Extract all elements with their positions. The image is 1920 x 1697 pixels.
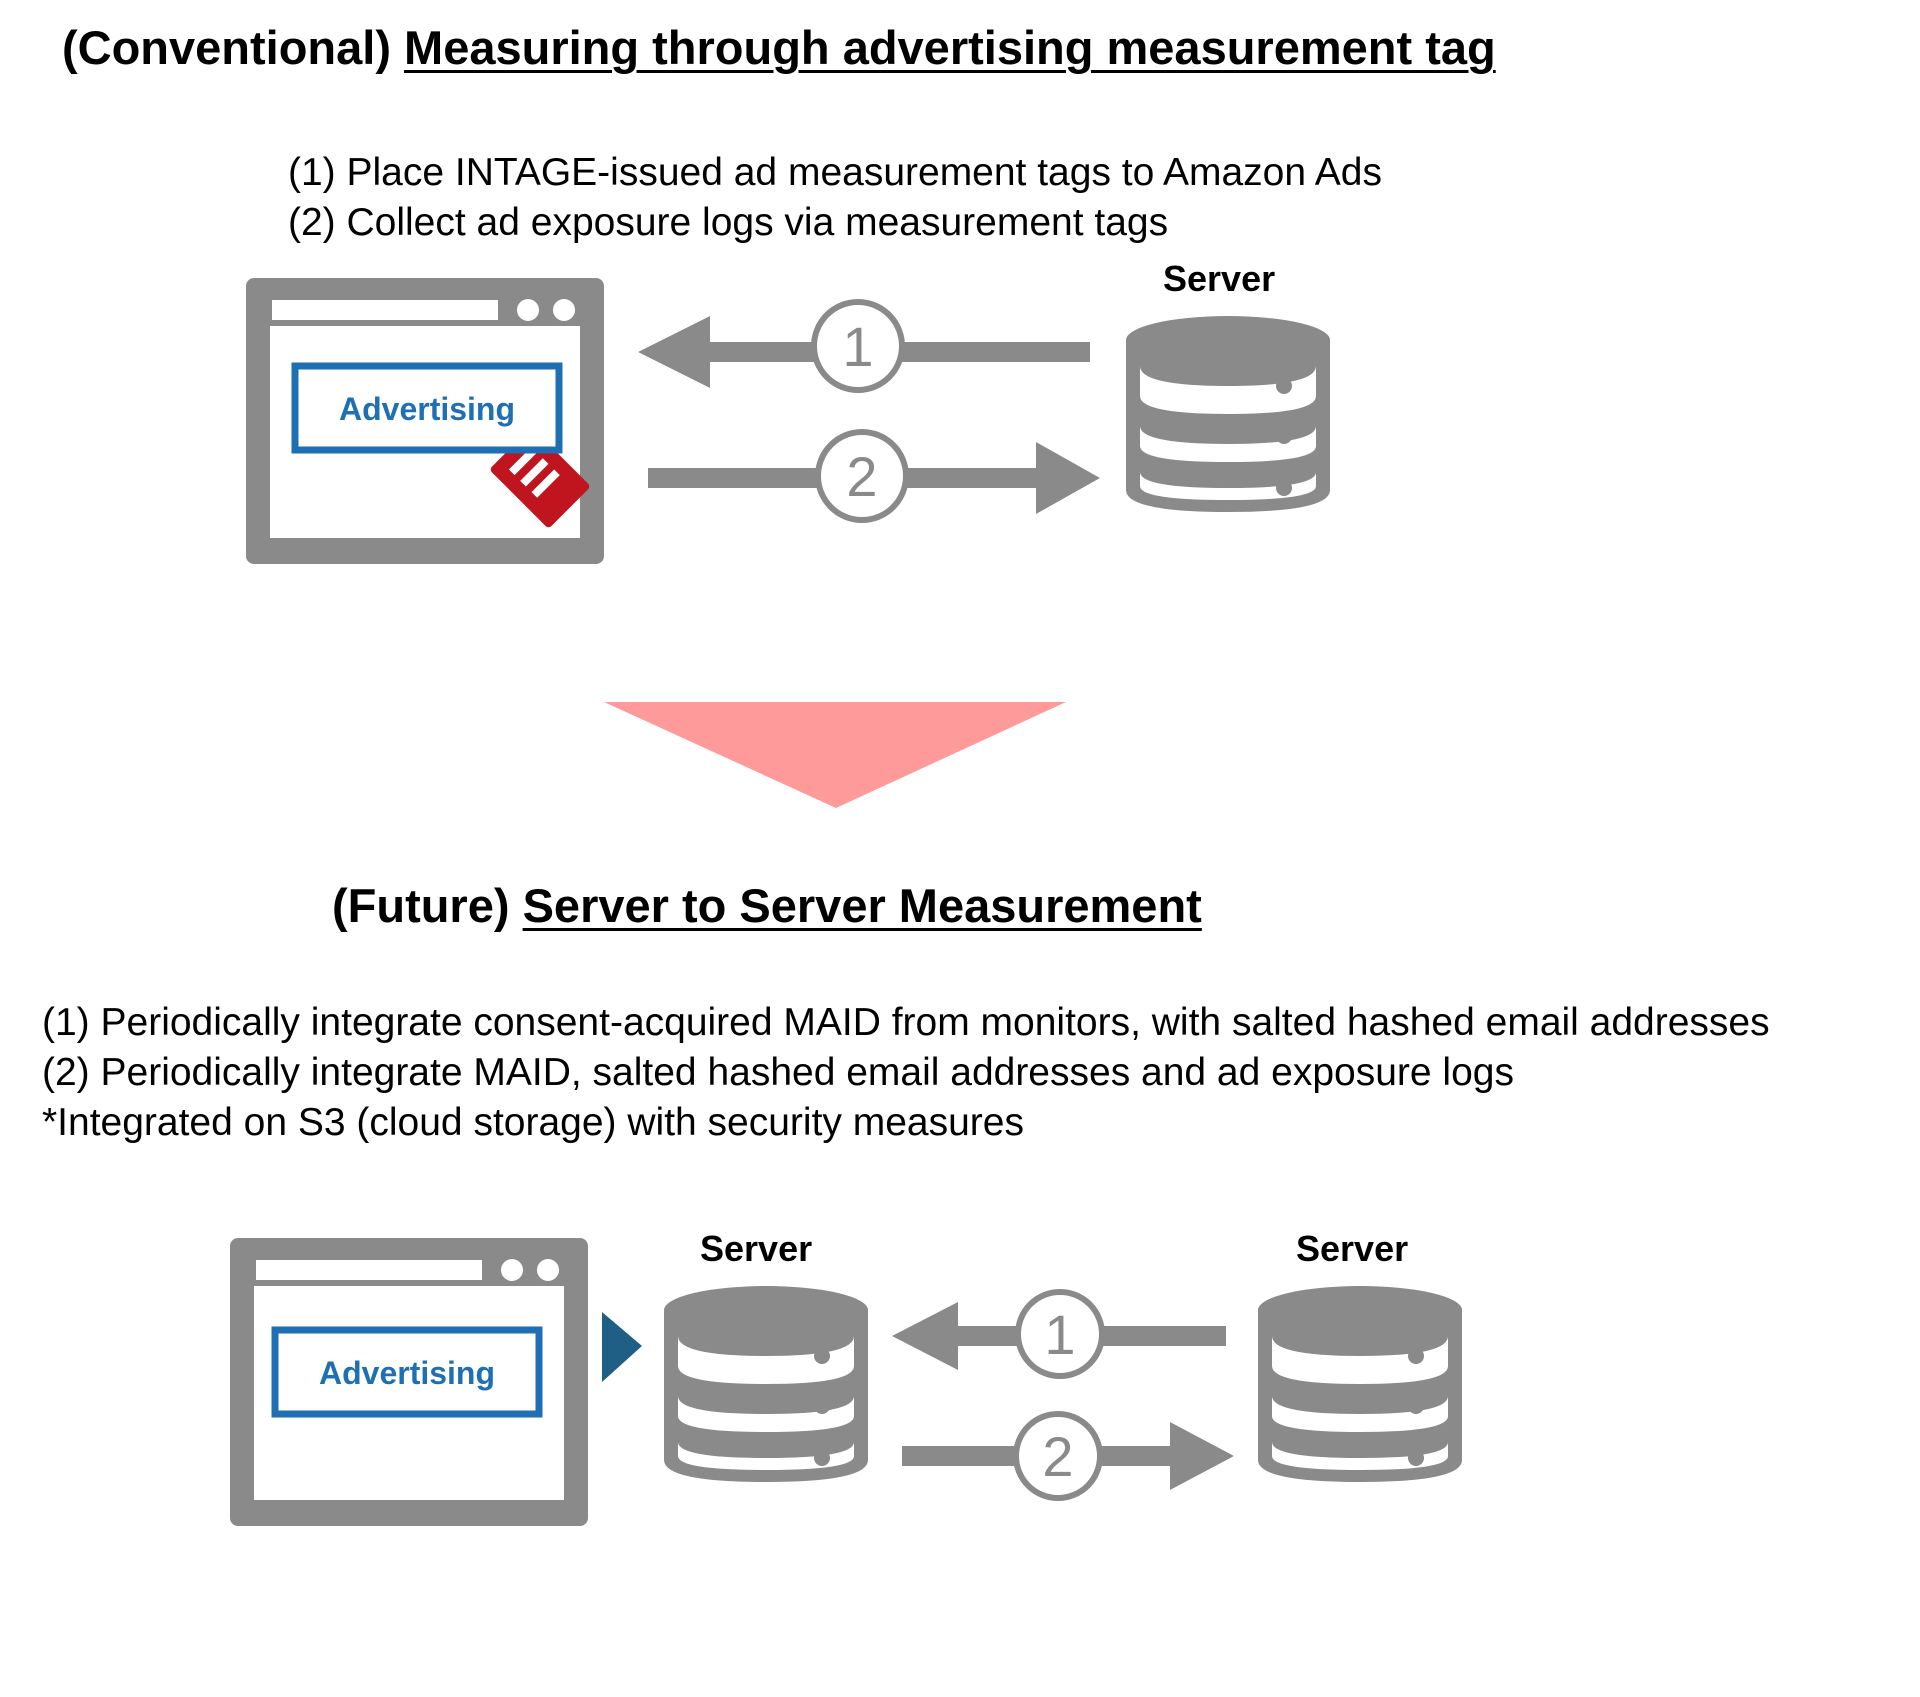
future-ad-box: Advertising [271,1326,543,1418]
conventional-ad-label: Advertising [339,391,515,427]
conventional-arrow-2-number: 2 [846,445,877,508]
conventional-server-icon [1126,316,1330,512]
conventional-step-1: (1) Place INTAGE-issued ad measurement t… [288,151,1382,194]
future-step-note: *Integrated on S3 (cloud storage) with s… [42,1101,1024,1144]
future-step-2: (2) Periodically integrate MAID, salted … [42,1051,1514,1094]
conventional-server-label: Server [1163,258,1276,299]
future-step-1: (1) Periodically integrate consent-acqui… [42,1001,1770,1044]
future-server-left-label: Server [700,1228,813,1269]
conventional-heading: (Conventional) Measuring through adverti… [62,20,1496,75]
future-arrow-1: 1 [892,1289,1226,1379]
future-heading: (Future) Server to Server Measurement [332,878,1202,933]
future-server-right-label: Server [1296,1228,1409,1269]
conventional-arrow-2: 2 [648,429,1100,523]
conventional-prefix: (Conventional) [62,21,391,74]
transition-arrow-icon [604,702,1066,808]
future-arrow-2: 2 [902,1411,1234,1501]
future-server-left-icon [664,1286,868,1482]
conventional-arrow-1: 1 [638,299,1090,393]
conventional-step-2: (2) Collect ad exposure logs via measure… [288,201,1169,244]
future-arrow-1-number: 1 [1044,1303,1075,1366]
future-ad-label: Advertising [319,1355,495,1391]
pointer-triangle-icon [602,1312,642,1382]
future-arrow-2-number: 2 [1042,1425,1073,1488]
future-server-right-icon [1258,1286,1462,1482]
future-prefix: (Future) [332,879,510,932]
conventional-arrow-1-number: 1 [842,315,873,378]
conventional-title: Measuring through advertising measuremen… [404,21,1496,74]
conventional-ad-box: Advertising [291,362,563,454]
future-title: Server to Server Measurement [522,879,1202,932]
